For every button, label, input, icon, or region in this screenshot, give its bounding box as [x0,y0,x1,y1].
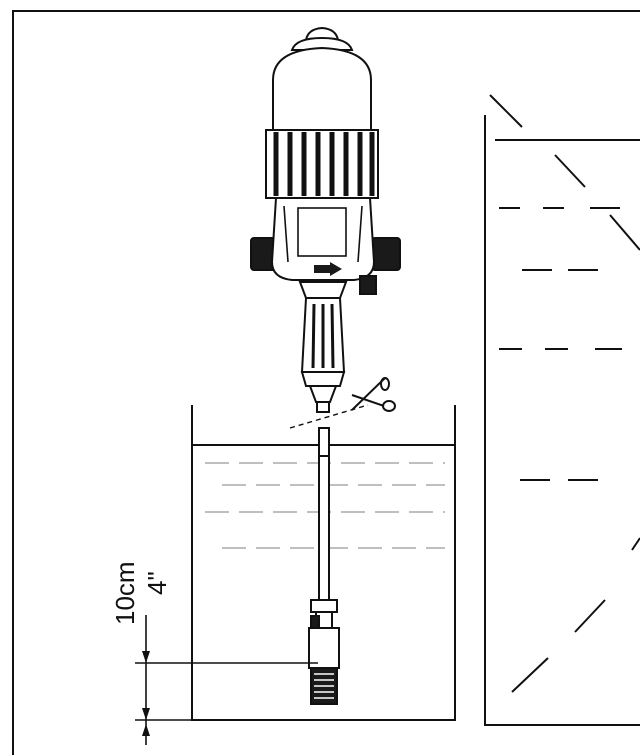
pump-sleeve-ribs [311,303,335,369]
dim-arrow-bottom [142,708,150,720]
pump-outlet-connector [371,237,401,271]
suction-filter-body [308,627,340,669]
pump-body-window [297,207,347,257]
pump-nozzle-tip [316,401,330,413]
right-tank-glass-reflection [489,94,640,693]
dimension-imperial-label: 4" [142,571,172,595]
right-tank-liquid-dashes [499,207,622,481]
pump-bell-housing [272,46,372,131]
right-tank [484,94,640,726]
left-tank-wall [191,405,456,721]
scissors-icon [351,377,396,412]
pump-top-cap [290,36,354,51]
arrow-icon [314,262,342,276]
right-tank-wall [484,115,640,726]
dim-arrow-top [142,651,150,663]
dimension-marker [135,615,318,745]
dim-arrow-base [142,724,150,736]
dimension-metric-label: 10cm [110,561,140,625]
suction-tube-top [318,427,330,457]
pump-body-inner-right [357,205,363,263]
suction-assembly [308,427,340,705]
pump-top-knob [304,26,340,41]
suction-tube [318,455,330,601]
pump-nozzle [308,385,338,403]
pump-body-inner-left [283,205,289,263]
pump-lock-screw [359,275,377,295]
cut-line [289,404,369,429]
pump-sleeve-ring [300,371,346,387]
strainer-slots [314,673,334,699]
suction-weight-collar [310,599,338,613]
dosing-pump [250,26,401,413]
pump-lower-collar [298,281,348,299]
diagram-frame [12,10,640,755]
pump-ribs [273,132,375,196]
